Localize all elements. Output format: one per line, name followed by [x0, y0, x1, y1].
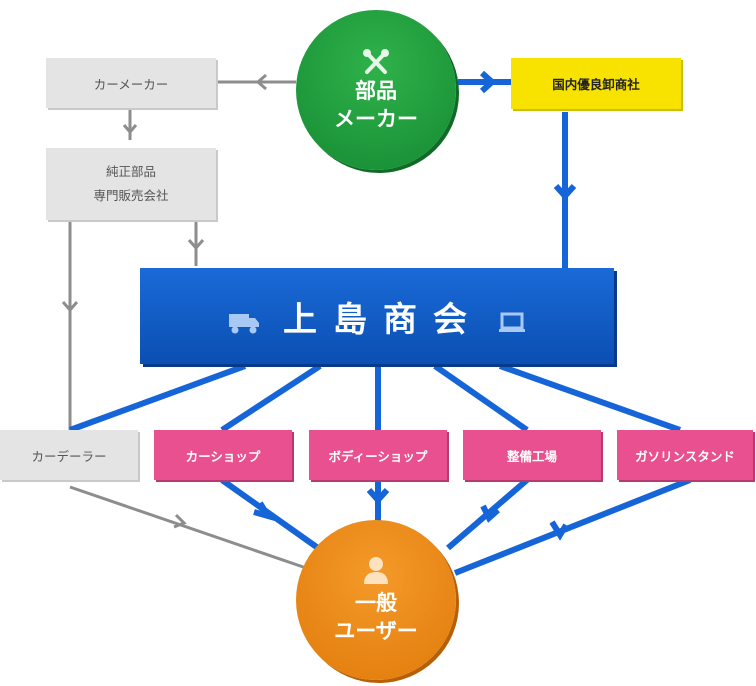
genuine-parts-label-line1: 純正部品	[105, 164, 156, 179]
arrow-head-carshop-user	[253, 501, 275, 522]
arrow-head-bodyshop-user	[366, 487, 390, 505]
body-shop-label: ボディーショップ	[328, 448, 428, 464]
arrow-head-genuine	[122, 124, 138, 135]
line-uejima-to-dealer	[68, 363, 247, 433]
general-user-label-line2: ユーザー	[334, 619, 418, 643]
car-dealer-label: カーデーラー	[31, 448, 107, 464]
car-maker-label: カーメーカー	[93, 76, 169, 92]
arrow-dealer-to-user	[69, 485, 313, 572]
car-shop-label: カーショップ	[185, 448, 261, 464]
grey-connectors	[61, 73, 313, 572]
line-uejima-to-repair	[433, 363, 529, 433]
parts-maker-label-line2: メーカー	[334, 107, 418, 131]
parts-maker-label-line1: 部品	[355, 79, 397, 103]
arrow-head-carmaker	[255, 73, 267, 91]
laptop-icon	[497, 304, 527, 332]
arrow-head-uejima-grey	[187, 239, 205, 251]
arrow-head-user-grey	[173, 513, 187, 529]
uejima-label: 上島商会	[283, 299, 483, 340]
car-maker-node: カーメーカー	[46, 58, 216, 108]
arrow-head-wholesaler	[479, 70, 497, 94]
genuine-parts-node: 純正部品 専門販売会社	[46, 148, 216, 220]
repair-shop-label: 整備工場	[506, 448, 557, 464]
general-user-node: 一般 ユーザー	[296, 520, 456, 680]
gas-station-label: ガソリンスタンド	[635, 448, 735, 464]
car-dealer-node: カーデーラー	[0, 430, 138, 480]
wholesaler-label: 国内優良卸商社	[552, 77, 640, 92]
repair-shop-node: 整備工場	[463, 430, 601, 480]
arrow-head-gasstation-user	[549, 520, 569, 541]
body-shop-node: ボディーショップ	[309, 430, 447, 480]
line-uejima-to-carshop	[220, 363, 322, 433]
car-shop-node: カーショップ	[154, 430, 292, 480]
genuine-parts-label-line2: 専門販売会社	[93, 188, 169, 203]
arrow-head-repair-user	[480, 504, 500, 523]
arrow-head-dealer	[61, 301, 79, 313]
person-icon	[361, 555, 391, 585]
tools-icon	[359, 47, 393, 77]
blue-connectors	[68, 70, 692, 576]
wholesaler-node: 国内優良卸商社	[511, 58, 681, 109]
uejima-node: 上島商会	[140, 268, 614, 364]
arrow-head-uejima-blue	[553, 183, 577, 201]
gas-station-node: ガソリンスタンド	[617, 430, 753, 480]
general-user-label-line1: 一般	[355, 591, 397, 615]
truck-icon	[227, 304, 261, 334]
line-uejima-to-gasstation	[498, 363, 682, 433]
arrow-gasstation-to-user	[453, 477, 692, 576]
parts-maker-node: 部品 メーカー	[296, 10, 456, 170]
